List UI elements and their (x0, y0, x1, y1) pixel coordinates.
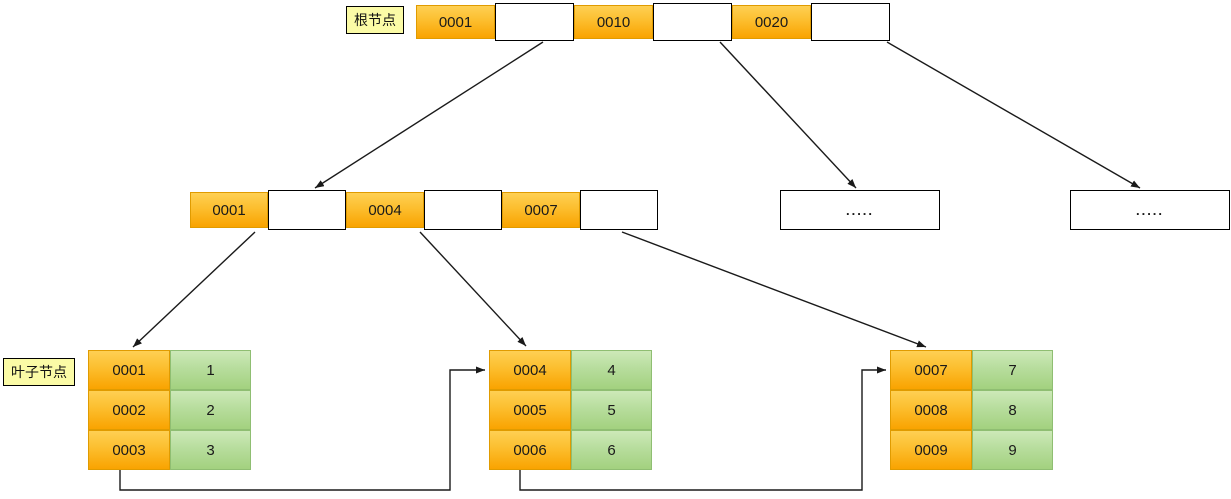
edge-internal-to-leaf-1 (132, 231, 256, 348)
leaf-value-cell: 8 (972, 390, 1053, 430)
leaf-value-cell: 5 (571, 390, 652, 430)
leaf-key-cell: 0009 (890, 430, 972, 470)
leaf-value-cell: 1 (170, 350, 251, 390)
root-key-cell: 0020 (732, 5, 811, 39)
internal-key-cell: 0001 (190, 192, 268, 228)
internal-key-cell: 0007 (502, 192, 580, 228)
edge-internal-to-leaf-3 (621, 231, 927, 348)
leaf-key-cell: 0004 (489, 350, 571, 390)
edge-root-to-collapsed-1 (719, 41, 857, 189)
root-node: 0001 0010 0020 (416, 3, 890, 41)
root-node-label: 根节点 (346, 6, 404, 34)
collapsed-node-2: ..... (1070, 190, 1230, 230)
edge-root-to-collapsed-2 (886, 41, 1141, 189)
leaf-key-cell: 0001 (88, 350, 170, 390)
root-key-cell: 0001 (416, 5, 495, 39)
root-pointer-cell (495, 3, 574, 41)
leaf-value-cell: 9 (972, 430, 1053, 470)
root-pointer-cell (811, 3, 890, 41)
internal-pointer-cell (268, 190, 346, 230)
internal-node: 0001 0004 0007 (190, 190, 658, 230)
leaf-key-cell: 0003 (88, 430, 170, 470)
leaf-key-cell: 0005 (489, 390, 571, 430)
leaf-node-1: 0001 1 0002 2 0003 3 (88, 350, 251, 470)
leaf-value-cell: 3 (170, 430, 251, 470)
leaf-value-cell: 6 (571, 430, 652, 470)
root-pointer-cell (653, 3, 732, 41)
leaf-key-cell: 0007 (890, 350, 972, 390)
internal-pointer-cell (580, 190, 658, 230)
leaf-node-3: 0007 7 0008 8 0009 9 (890, 350, 1053, 470)
leaf-node-label: 叶子节点 (3, 358, 75, 386)
leaf-key-cell: 0008 (890, 390, 972, 430)
leaf-value-cell: 7 (972, 350, 1053, 390)
leaf-value-cell: 2 (170, 390, 251, 430)
internal-key-cell: 0004 (346, 192, 424, 228)
internal-pointer-cell (424, 190, 502, 230)
leaf-key-cell: 0002 (88, 390, 170, 430)
leaf-value-cell: 4 (571, 350, 652, 390)
collapsed-node-1: ..... (780, 190, 940, 230)
edge-internal-to-leaf-2 (419, 231, 527, 347)
edge-root-to-internal (314, 41, 544, 189)
leaf-node-2: 0004 4 0005 5 0006 6 (489, 350, 652, 470)
leaf-key-cell: 0006 (489, 430, 571, 470)
root-key-cell: 0010 (574, 5, 653, 39)
